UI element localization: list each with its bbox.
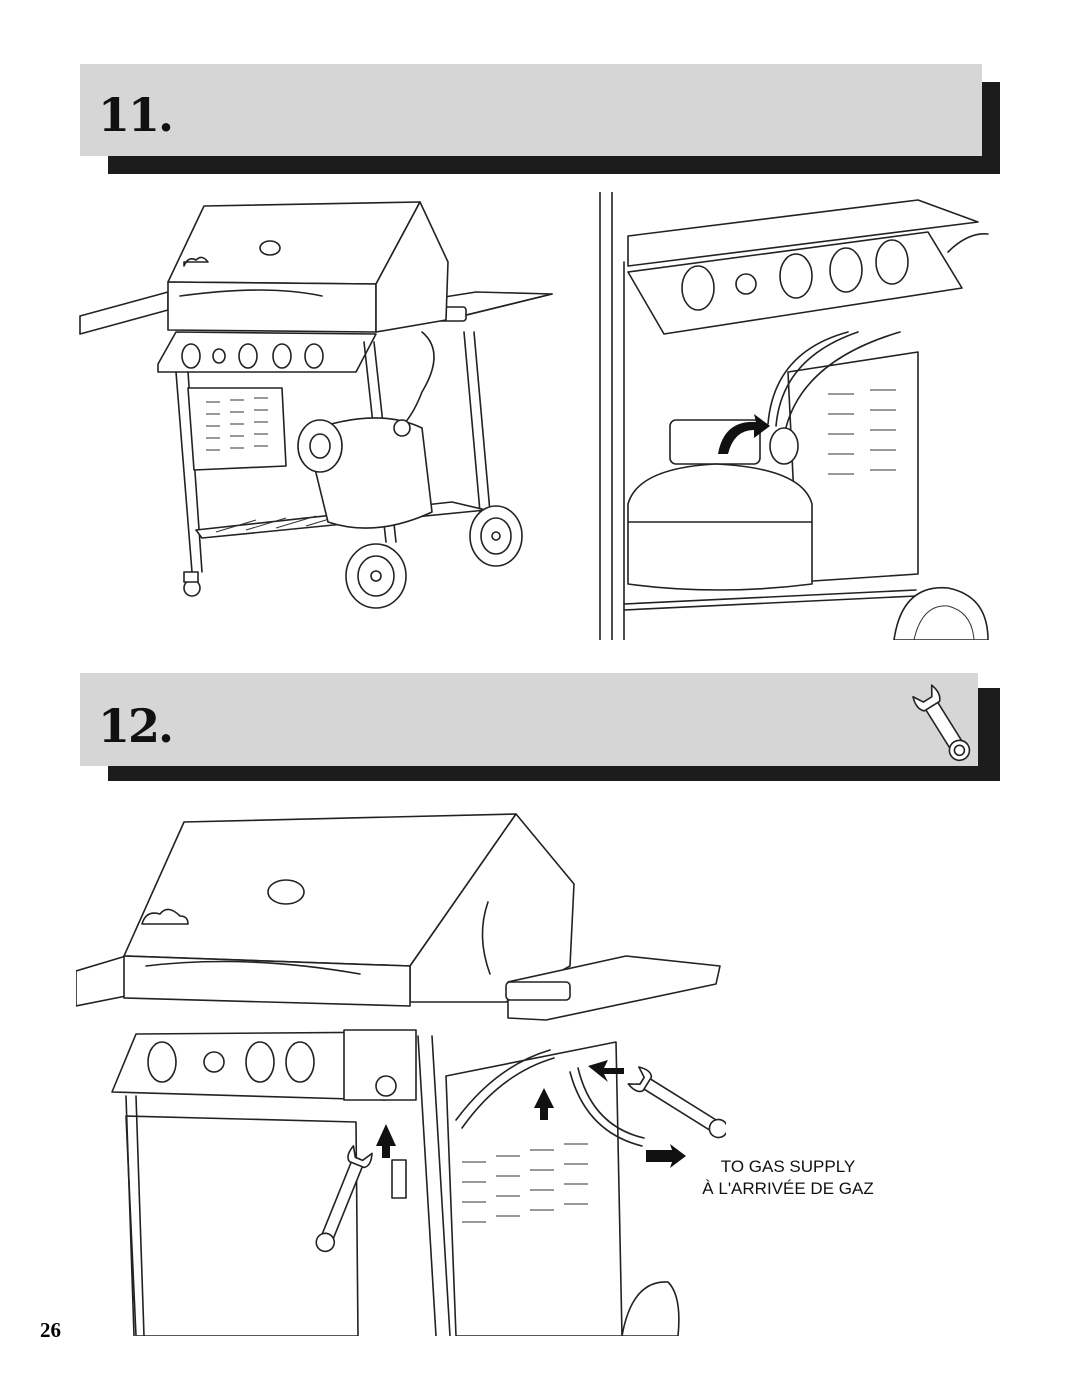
page-number: 26	[40, 1318, 61, 1342]
header-panel	[80, 64, 982, 156]
detail-knobs	[681, 239, 909, 311]
callout-english: TO GAS SUPPLY	[720, 1157, 856, 1176]
gas-supply-connection-illustration	[76, 813, 726, 1336]
step-12-header: 12.	[80, 673, 1000, 781]
control-knobs	[181, 343, 324, 369]
grill-with-tank-illustration	[79, 201, 553, 609]
tank-connection-detail-illustration	[599, 192, 989, 640]
callout-french: À L'ARRIVÉE DE GAZ	[702, 1179, 874, 1198]
gas-supply-callout: TO GAS SUPPLY À L'ARRIVÉE DE GAZ	[672, 1156, 904, 1200]
step-number: 12.	[98, 699, 174, 753]
step-11-header: 11.	[80, 64, 1000, 174]
front-knobs	[147, 1041, 315, 1083]
wrench-icon	[912, 684, 971, 762]
step-number: 11.	[98, 88, 174, 142]
header-panel	[80, 673, 978, 766]
